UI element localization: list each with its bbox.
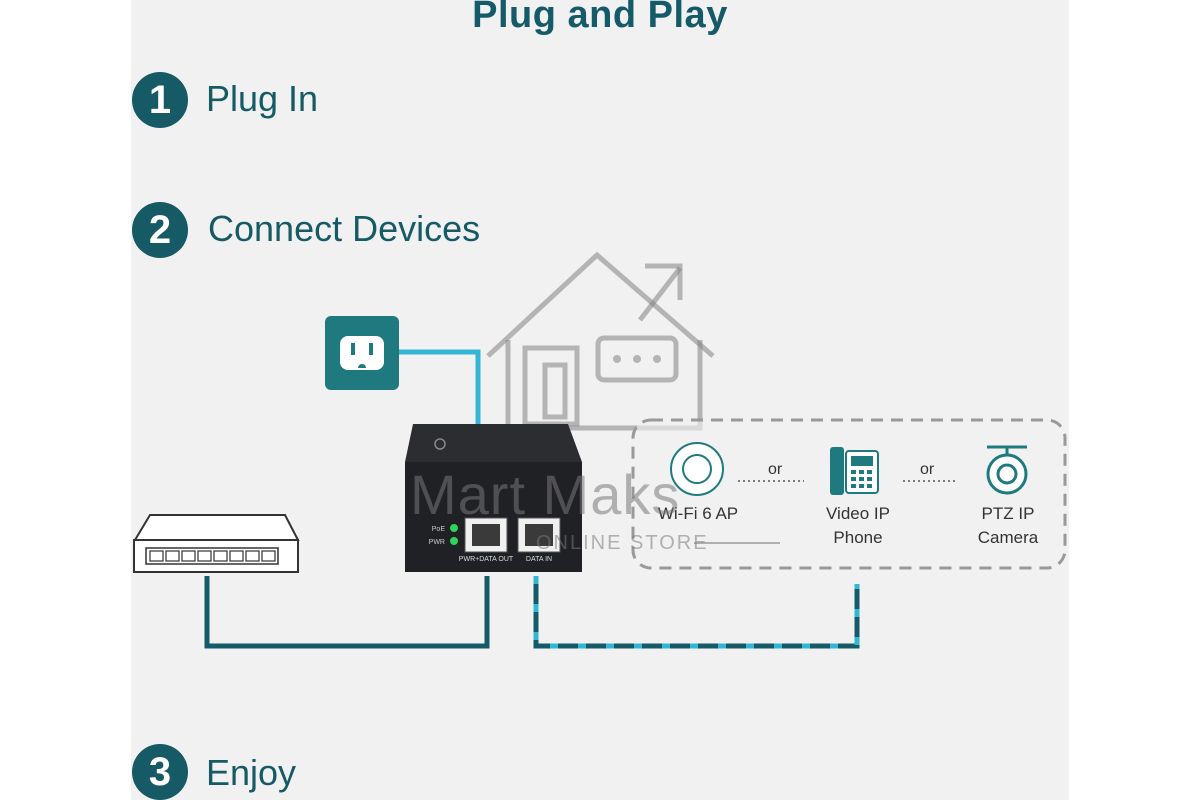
power-cable: [398, 349, 481, 428]
pwr-led-label: PWR: [429, 539, 445, 546]
step-1-label: Plug In: [206, 78, 319, 119]
ip-phone-icon: [830, 447, 879, 495]
page-title: Plug and Play: [472, 0, 728, 36]
watermark-brand: Mart Maks: [410, 463, 681, 526]
step-3-label: Enjoy: [206, 752, 297, 793]
watermark-house-icon: [486, 251, 715, 431]
pwr-led-icon: [450, 537, 458, 545]
step-3-badge: 3: [132, 744, 188, 800]
step-2-label: Connect Devices: [208, 208, 481, 249]
poe-led-icon: [450, 524, 458, 532]
power-outlet-icon: [325, 316, 399, 390]
watermark-subtitle: ONLINE STORE: [536, 532, 709, 554]
network-switch-icon: [133, 514, 300, 573]
poe-injector-device: PoE PWR PWR+DATA OUT DATA IN: [405, 424, 582, 572]
background-panel: [131, 0, 1069, 800]
lan-cable-switch: [204, 576, 490, 649]
ptz-camera-label: PTZ IP Camera: [977, 504, 1039, 547]
ptz-camera-icon: [986, 445, 1028, 495]
access-point-icon: [670, 442, 724, 496]
port-out-label: PWR+DATA OUT: [459, 556, 514, 563]
poe-cable: [533, 576, 860, 649]
port-in-label: DATA IN: [526, 556, 552, 563]
poe-led-label: PoE: [432, 526, 446, 533]
wifi-ap-label: Wi-Fi 6 AP: [657, 504, 739, 523]
step-2-badge: 2: [132, 202, 188, 258]
or-separator-2: or: [920, 461, 935, 478]
or-separator-1: or: [768, 461, 783, 478]
step-1-badge: 1: [132, 72, 188, 128]
ip-phone-label: Video IP Phone: [826, 504, 890, 547]
